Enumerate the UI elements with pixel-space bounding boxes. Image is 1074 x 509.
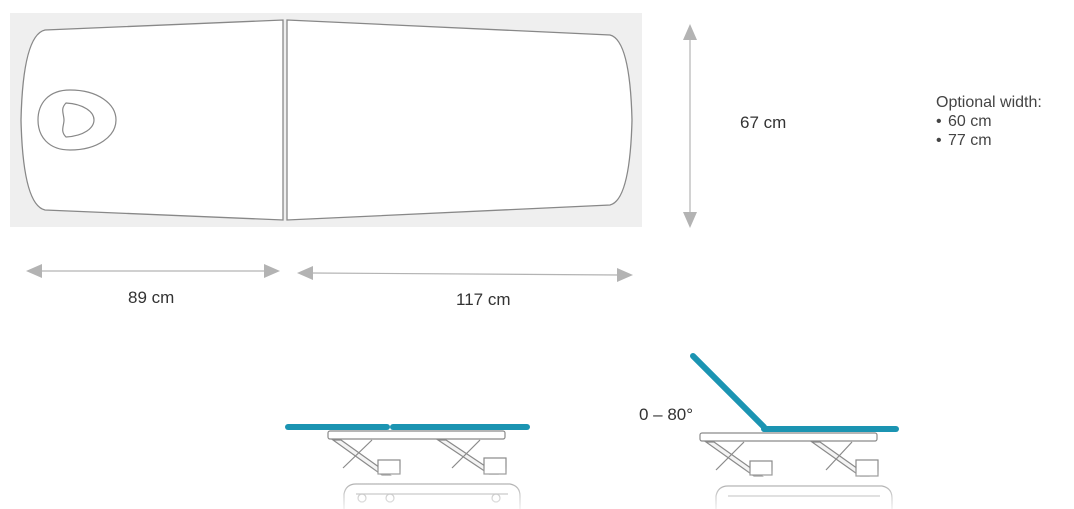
top-view: [10, 13, 642, 227]
table-frame-raised: [699, 432, 878, 442]
table-frame: [327, 430, 506, 440]
side-view-raised: [690, 353, 910, 509]
width-option: 60 cm: [936, 112, 1042, 131]
width-options: Optional width: 60 cm 77 cm: [936, 93, 1042, 150]
head-length-arrow: [26, 264, 280, 278]
body-length-arrow: [297, 266, 633, 282]
face-hole-inner: [62, 102, 95, 138]
head-length-label: 89 cm: [128, 288, 175, 307]
width-option: 77 cm: [936, 131, 1042, 150]
width-options-list: 60 cm 77 cm: [936, 112, 1042, 150]
backrest-angle-label: 0 – 80°: [639, 405, 694, 424]
width-arrow: [683, 24, 697, 228]
width-label: 67 cm: [740, 113, 787, 132]
backrest-cushion: [690, 353, 767, 430]
width-options-title: Optional width:: [936, 94, 1042, 111]
body-section-outline: [286, 19, 633, 221]
body-length-label: 117 cm: [456, 290, 511, 309]
side-view-flat: [280, 424, 540, 509]
head-section-outline: [20, 19, 284, 221]
